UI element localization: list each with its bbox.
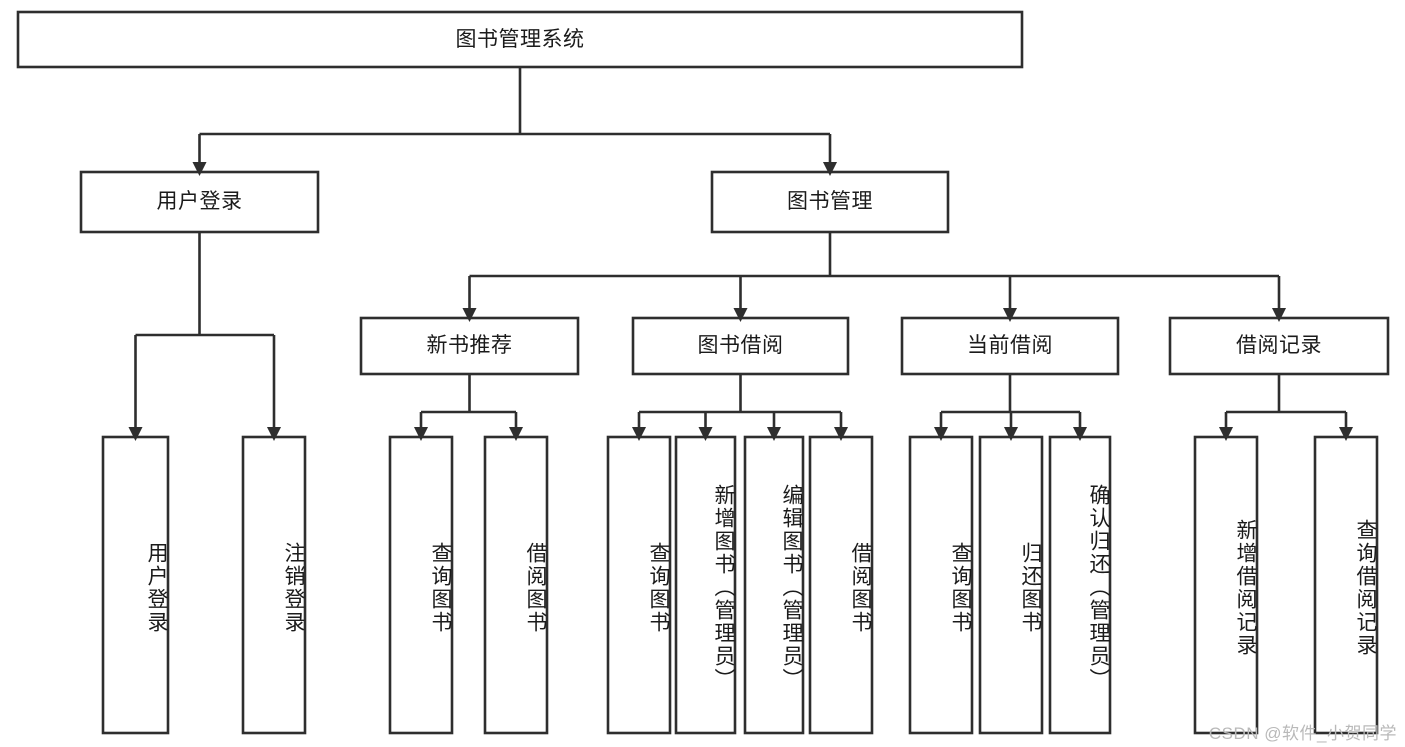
node-new-book-rec[interactable] (359, 316, 580, 376)
node-leaf-add-record[interactable] (1193, 435, 1259, 735)
node-book-borrow[interactable] (631, 316, 850, 376)
watermark-text: CSDN @软件_小贺同学 (1208, 724, 1397, 743)
node-borrow-record[interactable] (1168, 316, 1390, 376)
node-leaf-logout[interactable] (241, 435, 307, 735)
node-leaf-borrow-book-2[interactable] (808, 435, 874, 735)
node-leaf-query-book-2[interactable] (606, 435, 672, 735)
node-user-login[interactable] (79, 170, 320, 234)
node-leaf-return-book[interactable] (978, 435, 1044, 735)
node-book-manage[interactable] (710, 170, 950, 234)
node-leaf-add-book[interactable] (674, 435, 737, 735)
node-leaf-query-book-1[interactable] (388, 435, 454, 735)
node-leaf-confirm-return[interactable] (1048, 435, 1112, 735)
node-leaf-query-record[interactable] (1313, 435, 1379, 735)
node-leaf-user-login[interactable] (101, 435, 170, 735)
node-leaf-query-book-3[interactable] (908, 435, 974, 735)
node-leaf-edit-book[interactable] (743, 435, 805, 735)
node-current-borrow[interactable] (900, 316, 1120, 376)
node-leaf-borrow-book-1[interactable] (483, 435, 549, 735)
node-root[interactable] (16, 10, 1024, 69)
